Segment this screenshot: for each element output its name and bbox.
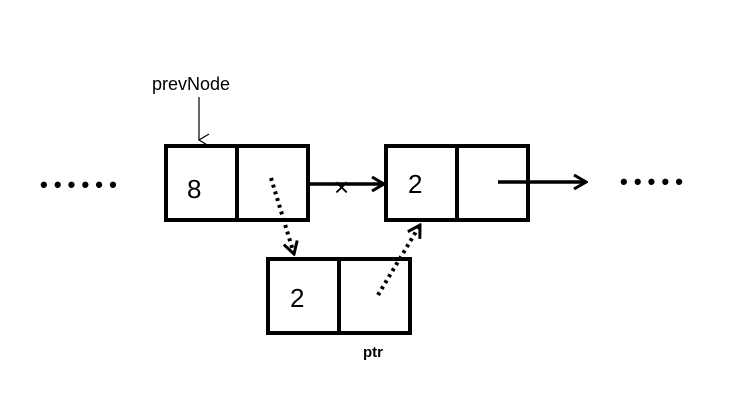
prev-to-new-dotted-arrow — [269, 177, 294, 254]
new-node: 2 — [266, 257, 412, 335]
left-ellipsis: • • • • • • — [40, 172, 117, 197]
ptr-label: ptr — [363, 344, 383, 361]
right-ellipsis: • • • • • — [620, 169, 683, 194]
removed-link-cross-icon: × — [334, 172, 349, 202]
new-node-next-cell — [337, 257, 412, 335]
new-node-value: 2 — [290, 283, 304, 313]
prev-node: 8 — [164, 144, 310, 222]
next-node-value: 2 — [408, 169, 422, 199]
prev-node-data-cell — [164, 144, 239, 222]
prev-node-label: prevNode — [152, 74, 230, 94]
prev-node-next-cell — [235, 144, 310, 222]
prev-node-value: 8 — [187, 174, 201, 204]
